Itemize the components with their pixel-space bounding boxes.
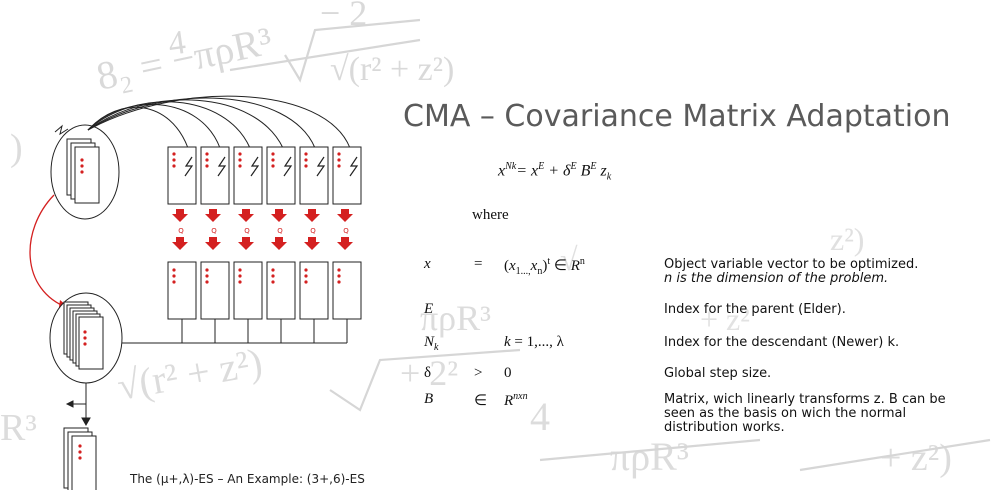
svg-text:R³: R³ (0, 407, 37, 449)
def-desc-delta: Global step size. (664, 366, 772, 381)
cma-formula: xNk= xE + δE BE zk (498, 161, 611, 183)
slide-title: CMA – Covariance Matrix Adaptation (403, 99, 951, 134)
red-curve-arrow (29, 194, 69, 309)
def-value-x: (x1...,xn)t ∈ Rn (504, 256, 585, 277)
formula-b: B (576, 162, 591, 180)
svg-text:z²): z²) (830, 221, 864, 257)
svg-text:√(r² + z²): √(r² + z²) (114, 339, 266, 409)
where-label: where (472, 207, 509, 223)
offspring-row-top (167, 146, 362, 205)
formula-lhs: x (498, 162, 506, 180)
def-symbol-b: B (424, 391, 434, 407)
svg-text:4: 4 (530, 394, 550, 439)
formula-delta: + δ (544, 162, 571, 180)
svg-text:√: √ (560, 241, 578, 277)
def-value-nk: k = 1,..., λ (504, 334, 564, 350)
def-op-x: = (474, 256, 483, 272)
formula-sup-e: E (538, 161, 545, 172)
svg-text:πρR³: πρR³ (610, 434, 689, 479)
def-op-b: ∈ (474, 393, 488, 409)
q-label: Q (244, 227, 250, 235)
formula-lhs-sup: Nk (505, 161, 517, 172)
selection-lines (120, 319, 348, 344)
q-label: Q (343, 227, 349, 235)
svg-text:πρR³: πρR³ (420, 298, 491, 338)
offspring-row-bottom (167, 261, 362, 320)
def-desc-x-line2-text: n is the dimension of the problem. (664, 271, 889, 286)
lightning-icon (54, 124, 69, 136)
next-parents (63, 427, 97, 490)
def-desc-b: Matrix, wich linearly transforms z. B ca… (664, 392, 946, 435)
svg-text:√(r² + z²): √(r² + z²) (330, 51, 454, 88)
formula-sub-k: k (606, 171, 612, 183)
def-desc-x: Object variable vector to be optimized. … (664, 258, 974, 286)
q-label: Q (211, 227, 217, 235)
svg-text:+ z²): + z²) (880, 437, 952, 479)
def-value-delta: 0 (504, 365, 512, 381)
svg-text:): ) (10, 127, 23, 169)
q-label: Q (310, 227, 316, 235)
def-symbol-nk: Nk (424, 334, 438, 353)
def-symbol-n: N (424, 334, 435, 350)
def-desc-nk: Index for the descendant (Newer) k. (664, 335, 900, 350)
def-symbol-delta: δ (424, 365, 432, 381)
def-symbol-k: k (434, 342, 439, 353)
recombination-arcs (87, 95, 351, 149)
es-diagram (29, 95, 362, 490)
gene-dots (78, 152, 341, 460)
q-label: Q (178, 227, 184, 235)
formula-eq: = x (516, 162, 539, 180)
formula-sup-b: E (590, 161, 597, 172)
svg-text:+ z²: + z² (700, 301, 750, 337)
mutation-bolts (184, 156, 359, 177)
def-desc-x-line2: n is the dimension of the problem. (664, 272, 974, 286)
def-desc-x-line1: Object variable vector to be optimized. (664, 257, 919, 272)
diagram-caption: The (μ+,λ)-ES – An Example: (3+,6)-ES (130, 472, 365, 486)
def-op-delta: > (474, 365, 483, 381)
def-desc-e: Index for the parent (Elder). (664, 302, 846, 317)
arrows-top (172, 209, 353, 222)
q-labels: Q Q Q Q Q Q (178, 227, 349, 235)
def-symbol-x: x (424, 256, 431, 272)
svg-text:+ 2²: + 2² (400, 353, 458, 393)
parent-card (74, 146, 100, 204)
svg-text:4: 4 (166, 24, 188, 63)
def-symbol-e: E (424, 301, 434, 317)
arrows-bottom (172, 237, 353, 250)
q-label: Q (277, 227, 283, 235)
formula-z: z (596, 162, 607, 180)
def-value-b: Rnxn (504, 391, 528, 409)
formula-sup-delta: E (570, 161, 577, 172)
